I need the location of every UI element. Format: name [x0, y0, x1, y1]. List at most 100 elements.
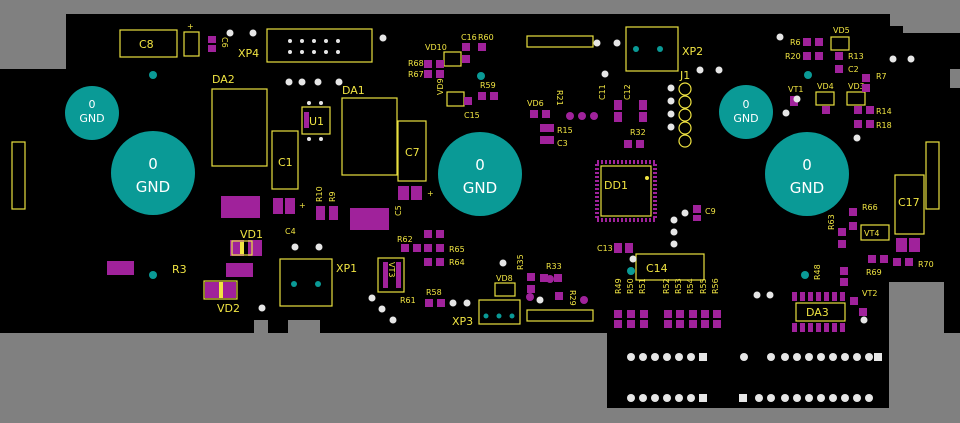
r10-label: R10	[315, 186, 324, 202]
c7-outline	[397, 120, 427, 182]
xp2-label: XP2	[682, 45, 703, 58]
hole-value: 0	[148, 155, 158, 173]
top-connector	[526, 35, 594, 48]
vd3-label: VD3	[848, 82, 865, 91]
mounting-hole-small-right: 0 GND	[719, 85, 773, 139]
r52-label: R52	[662, 278, 671, 294]
r68-label: R68	[408, 59, 424, 68]
copper-dots	[149, 46, 812, 319]
c4-label: C4	[285, 227, 296, 236]
c5-label: C5	[394, 205, 403, 216]
hole-value: 0	[475, 156, 485, 174]
c17-outline	[894, 174, 925, 235]
r50-label: R50	[626, 278, 635, 294]
r18-label: R18	[876, 121, 892, 130]
c9-label: C9	[705, 207, 716, 216]
da1-label: DA1	[342, 84, 365, 97]
plus-label-3: +	[427, 189, 434, 198]
hole-value: 0	[743, 98, 750, 111]
c14-label: C14	[646, 262, 668, 275]
mounting-hole-big-left: 0 GND	[111, 131, 195, 215]
vd2-label: VD2	[217, 302, 240, 315]
vd8-outline	[494, 282, 516, 297]
r60-label: R60	[478, 33, 494, 42]
c13-label: C13	[597, 244, 613, 253]
vd10-label: VD10	[425, 43, 447, 52]
r59-label: R59	[480, 81, 496, 90]
vd4-outline	[815, 91, 835, 106]
xp1-label: XP1	[336, 262, 357, 275]
r7-label: R7	[876, 72, 887, 81]
c7-label: C7	[405, 146, 420, 159]
power-pads	[107, 186, 422, 298]
c16-label: C16	[461, 33, 477, 42]
j1-label: J1	[679, 69, 690, 82]
r56-label: R56	[711, 278, 720, 294]
mounting-hole-big-center: 0 GND	[438, 132, 522, 216]
da1-outline	[341, 97, 398, 176]
vd5-label: VD5	[833, 26, 850, 35]
vd10-outline	[443, 51, 462, 67]
da3-pins	[792, 292, 867, 332]
vt2-label: VT2	[862, 289, 877, 298]
connector-right	[925, 141, 940, 210]
vt1-label: VT1	[788, 85, 803, 94]
r66-label: R66	[862, 203, 878, 212]
r15-label: R15	[557, 126, 573, 135]
vd1-label: VD1	[240, 228, 263, 241]
plus-label-2: +	[299, 201, 306, 210]
r63-label: R63	[827, 214, 836, 230]
r6-label: R6	[790, 38, 801, 47]
vt4-label: VT4	[864, 229, 879, 238]
r69-label: R69	[866, 268, 882, 277]
r35-label: R35	[516, 254, 525, 270]
c17-label: C17	[898, 196, 920, 209]
r64-label: R64	[449, 258, 465, 267]
mounting-hole-small-left: 0 GND	[65, 86, 119, 140]
c11-label: C11	[598, 84, 607, 100]
hole-value: 0	[802, 156, 812, 174]
vd8-label: VD8	[496, 274, 513, 283]
xp3-label: XP3	[452, 315, 473, 328]
vd4-label: VD4	[817, 82, 834, 91]
da3-label: DA3	[806, 306, 829, 319]
c3-label: C3	[557, 139, 568, 148]
vias	[226, 29, 915, 324]
r13-label: R13	[848, 52, 864, 61]
r48-label: R48	[813, 264, 822, 280]
vd1-outline	[231, 240, 253, 256]
r3-label: R3	[172, 263, 187, 276]
c12-label: C12	[623, 84, 632, 100]
dd1-pins	[595, 160, 657, 222]
xp1-outline	[279, 258, 333, 307]
hole-net: GND	[463, 179, 497, 197]
dd1-outline	[600, 165, 652, 217]
hole-net: GND	[790, 179, 824, 197]
r54-label: R54	[686, 278, 695, 294]
vd2-outline	[203, 280, 238, 300]
vd9-label: VD9	[436, 78, 445, 95]
r51-label: R51	[638, 278, 647, 294]
vd6-label: VD6	[527, 99, 544, 108]
dd1-label: DD1	[604, 179, 628, 192]
hole-net: GND	[79, 112, 104, 125]
c1-outline	[271, 130, 299, 190]
r53-label: R53	[674, 278, 683, 294]
r62-label: R62	[397, 235, 413, 244]
bottom-headers	[627, 353, 882, 402]
c8-label: C8	[139, 38, 154, 51]
xp2-outline	[625, 26, 679, 72]
r58-label: R58	[426, 288, 442, 297]
c6-label: C6	[220, 37, 229, 48]
j1-pins	[678, 82, 692, 148]
hole-net: GND	[136, 178, 170, 196]
resistor-bank: R49 R50 R51 R52 R53 R54 R55 R56	[614, 278, 720, 294]
c8-polarity	[183, 31, 200, 57]
vd5-outline	[830, 36, 850, 51]
da3-outline	[795, 302, 846, 322]
r70-label: R70	[918, 260, 934, 269]
da2-label: DA2	[212, 73, 235, 86]
u1-outline	[301, 106, 331, 135]
r67-label: R67	[408, 70, 424, 79]
